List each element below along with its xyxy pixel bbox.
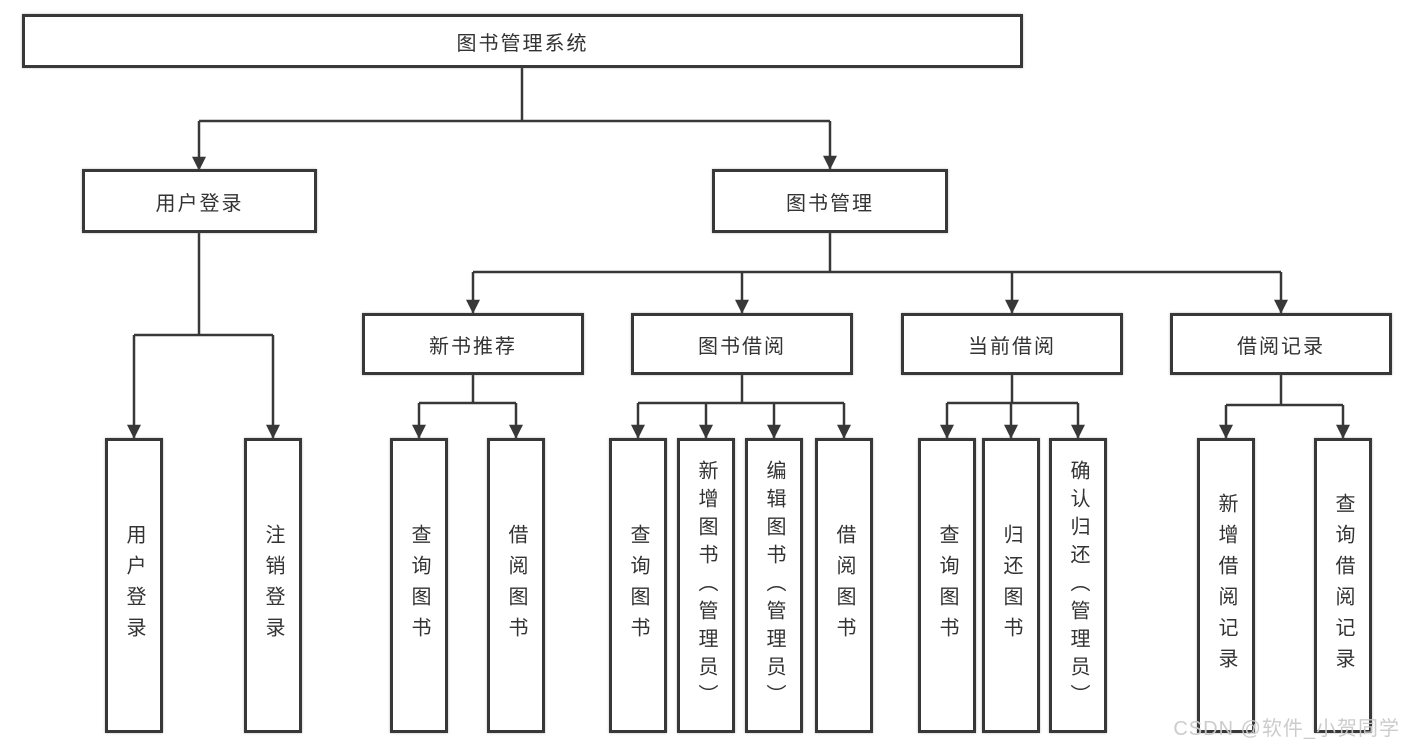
node-book-management-label: 图书管理 (786, 192, 874, 215)
leaf-confirm-return-admin: 确认归还（管理员） (1049, 438, 1107, 733)
leaf-query-books-current-label: 查询图书 (936, 523, 958, 648)
node-borrow-records: 借阅记录 (1170, 313, 1392, 375)
leaf-confirm-return-admin-label: 确认归还（管理员） (1067, 459, 1089, 712)
leaf-return-book: 归还图书 (982, 438, 1040, 733)
leaf-add-book-admin-label: 新增图书（管理员） (695, 459, 717, 712)
leaf-add-borrow-record-label: 新增借阅记录 (1215, 492, 1237, 679)
node-user-login-label: 用户登录 (155, 192, 244, 215)
node-library-system-label: 图书管理系统 (456, 32, 589, 55)
leaf-edit-book-admin: 编辑图书（管理员） (745, 438, 803, 733)
leaf-edit-book-admin-label: 编辑图书（管理员） (763, 459, 785, 712)
leaf-borrow-books-recommend: 借阅图书 (487, 438, 545, 733)
leaf-borrow-books: 借阅图书 (815, 438, 873, 733)
leaf-logout-label: 注销登录 (262, 523, 284, 648)
leaf-logout: 注销登录 (244, 438, 302, 733)
leaf-query-books-recommend-label: 查询图书 (408, 523, 430, 648)
node-user-login: 用户登录 (82, 169, 317, 233)
leaf-add-borrow-record: 新增借阅记录 (1197, 438, 1255, 733)
node-book-borrow-label: 图书借阅 (698, 335, 786, 358)
node-new-book-recommend: 新书推荐 (362, 313, 584, 375)
leaf-user-login: 用户登录 (105, 438, 163, 733)
leaf-query-borrow-record-label: 查询借阅记录 (1332, 492, 1354, 679)
leaf-query-books-borrow: 查询图书 (609, 438, 667, 733)
leaf-query-books-current: 查询图书 (918, 438, 976, 733)
leaf-query-borrow-record: 查询借阅记录 (1314, 438, 1372, 733)
leaf-borrow-books-recommend-label: 借阅图书 (505, 523, 527, 648)
node-borrow-records-label: 借阅记录 (1237, 335, 1325, 358)
node-book-borrow: 图书借阅 (631, 313, 853, 375)
node-library-system: 图书管理系统 (22, 14, 1023, 68)
node-book-management: 图书管理 (712, 169, 948, 233)
node-current-borrow: 当前借阅 (901, 313, 1123, 375)
node-new-book-recommend-label: 新书推荐 (429, 335, 517, 358)
node-current-borrow-label: 当前借阅 (968, 335, 1056, 358)
leaf-borrow-books-label: 借阅图书 (833, 523, 855, 648)
leaf-user-login-label: 用户登录 (123, 523, 145, 648)
leaf-add-book-admin: 新增图书（管理员） (677, 438, 735, 733)
leaf-query-books-recommend: 查询图书 (390, 438, 448, 733)
csdn-watermark: CSDN @软件_小贺同学 (1173, 718, 1400, 740)
leaf-return-book-label: 归还图书 (1000, 523, 1022, 648)
leaf-query-books-borrow-label: 查询图书 (627, 523, 649, 648)
